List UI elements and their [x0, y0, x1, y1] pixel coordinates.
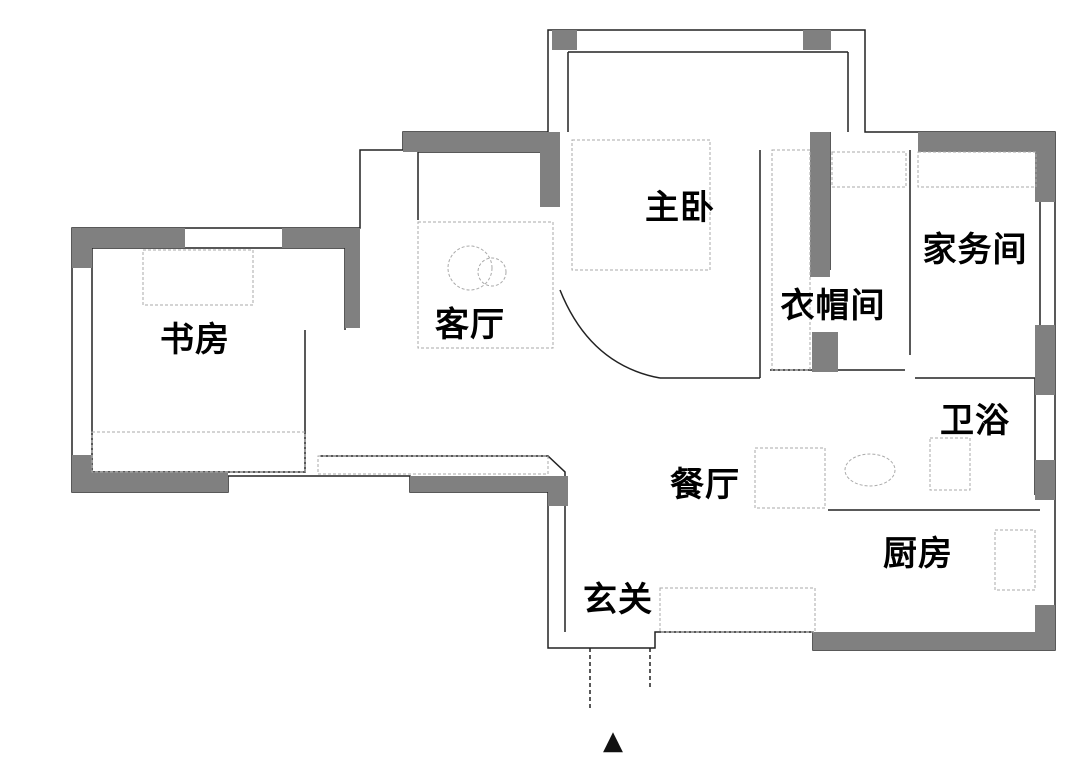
room-label-master-bedroom: 主卧: [645, 188, 715, 228]
room-label-study: 书房: [160, 320, 230, 360]
room-label-living-room: 客厅: [435, 305, 505, 345]
room-label-utility-room: 家务间: [922, 230, 1028, 270]
room-label-bathroom: 卫浴: [940, 401, 1010, 441]
outer-walls: [71, 29, 1056, 710]
furniture: [91, 139, 1037, 633]
wall-blocks: [72, 30, 1055, 650]
room-label-walk-in-closet: 衣帽间: [780, 286, 886, 326]
room-label-kitchen: 厨房: [883, 534, 953, 574]
entrance-arrow-icon: ▲: [603, 726, 623, 756]
room-label-entrance: 玄关: [583, 580, 653, 620]
room-label-dining-room: 餐厅: [670, 465, 740, 505]
